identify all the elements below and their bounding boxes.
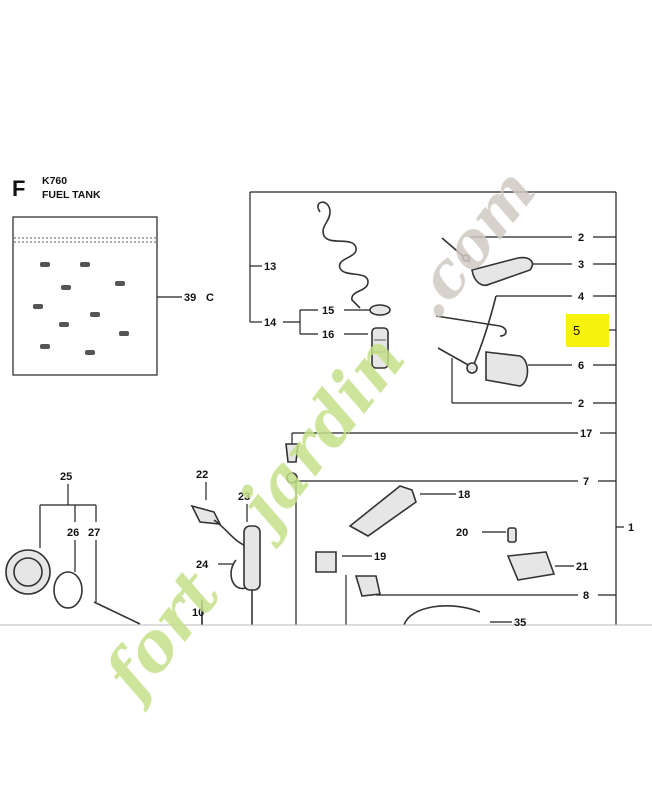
callout-16: 16 xyxy=(322,329,334,341)
retainer-wire xyxy=(93,601,141,625)
callout-19: 19 xyxy=(374,551,386,563)
callout-23: 23 xyxy=(238,491,250,503)
callout-2-top: 2 xyxy=(578,232,584,244)
callout-22: 22 xyxy=(196,469,208,481)
callout-labels: 2 3 4 6 2 17 7 8 1 18 19 20 21 35 13 14 … xyxy=(60,232,634,629)
callout-21: 21 xyxy=(576,561,588,573)
callout-39: 39 xyxy=(184,292,196,304)
bracket-screw xyxy=(507,527,517,543)
highlight-part-5[interactable]: 5 xyxy=(566,314,609,347)
mount-bracket xyxy=(506,551,556,581)
callout-3: 3 xyxy=(578,259,584,271)
watermark-part3: .com xyxy=(390,155,550,331)
callout-25: 25 xyxy=(60,471,72,483)
callout-7: 7 xyxy=(583,476,589,488)
callout-35: 35 xyxy=(514,617,526,629)
callout-2-bottom: 2 xyxy=(578,398,584,410)
callout-5: 5 xyxy=(573,323,580,338)
tank-lever xyxy=(471,256,534,286)
screw-icon xyxy=(33,262,129,355)
grommet xyxy=(285,443,299,463)
screw-kit-box xyxy=(12,216,158,376)
callout-15: 15 xyxy=(322,305,334,317)
throttle-wire xyxy=(473,295,497,365)
cap-seal xyxy=(53,571,83,609)
callout-18: 18 xyxy=(458,489,470,501)
hose-connector xyxy=(348,485,417,537)
callout-14: 14 xyxy=(264,317,277,329)
callout-6: 6 xyxy=(578,360,584,372)
callout-20: 20 xyxy=(456,527,468,539)
callout-4: 4 xyxy=(578,291,585,303)
callout-24: 24 xyxy=(196,559,209,571)
callout-17: 17 xyxy=(580,428,592,440)
watermark-part1: fort xyxy=(87,555,236,715)
callout-1: 1 xyxy=(628,522,634,534)
section-letter: F xyxy=(12,176,25,201)
fuel-hose-coil xyxy=(317,201,369,309)
return-hose xyxy=(403,605,481,626)
valve-body xyxy=(485,351,529,387)
tank-cap xyxy=(5,549,51,595)
pickup-hose xyxy=(243,525,261,591)
filter-cap xyxy=(369,304,391,316)
fuel-filter xyxy=(371,327,389,369)
callout-8: 8 xyxy=(583,590,589,602)
callout-39-suffix: C xyxy=(206,292,214,304)
callout-26: 26 xyxy=(67,527,79,539)
model-name: K760 xyxy=(42,175,67,187)
diagram-title: FUEL TANK xyxy=(42,189,101,201)
hose-clip xyxy=(315,551,337,573)
callout-10: 10 xyxy=(192,607,204,619)
breather-hose xyxy=(435,315,507,337)
callout-27: 27 xyxy=(88,527,100,539)
callout-13: 13 xyxy=(264,261,276,273)
watermark-logo: fort jardin .com xyxy=(87,155,551,715)
